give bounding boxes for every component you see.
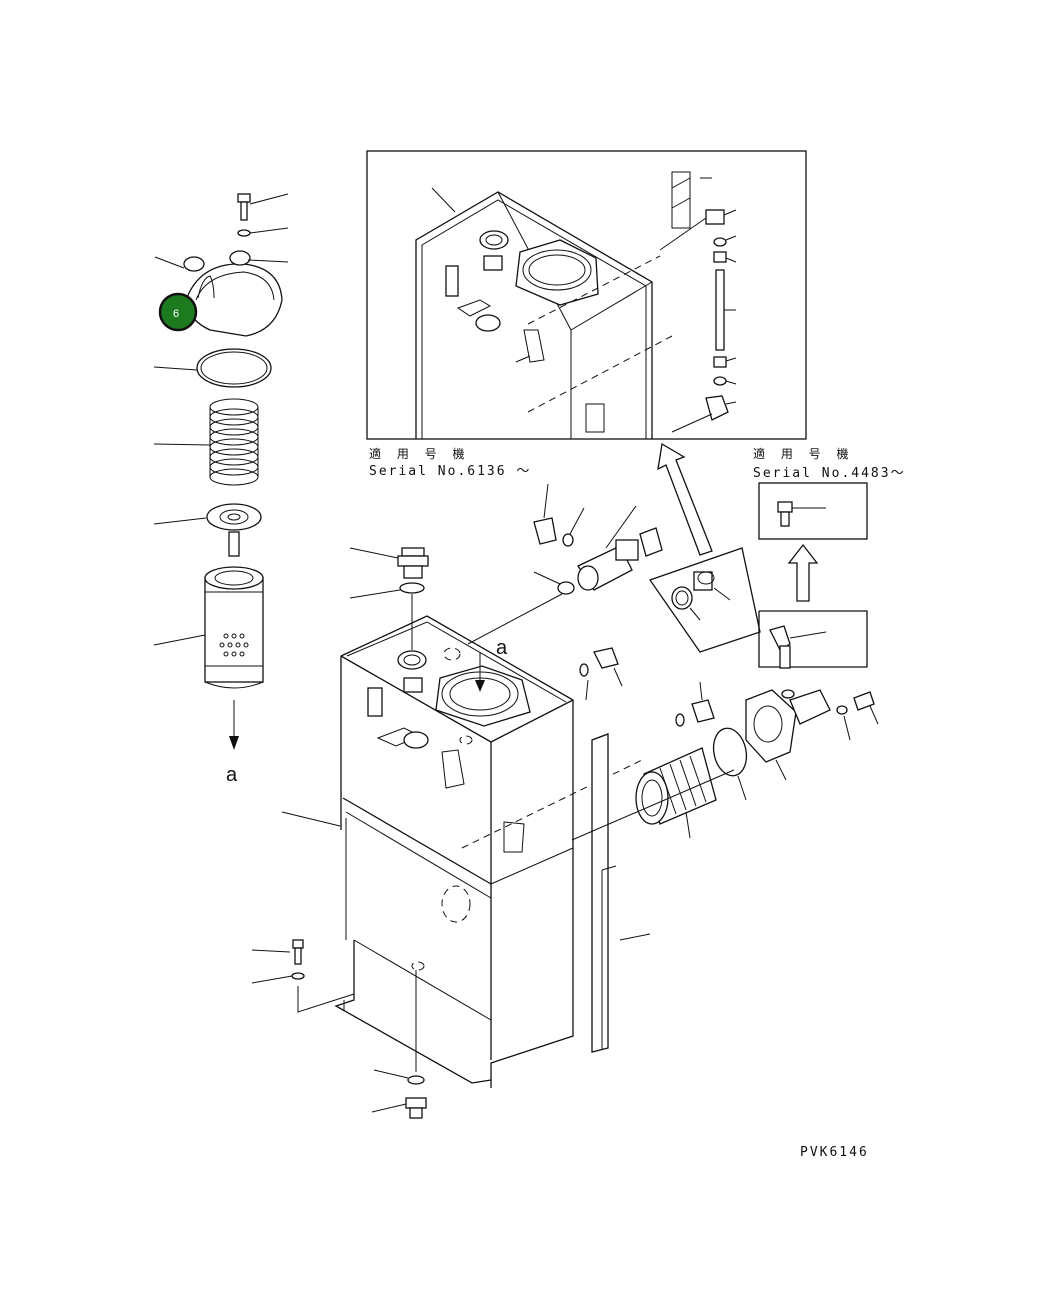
view-letter-tank: a	[496, 637, 508, 659]
strainer-group	[571, 647, 879, 841]
detail-inset-right-lower	[758, 610, 868, 669]
callout-marker-6[interactable]: 6	[158, 292, 198, 332]
detail-inset-top	[366, 150, 807, 440]
serial-heading-top: 適 用 号 機	[369, 446, 470, 461]
arrow-to-inset	[657, 442, 713, 556]
breather-cap	[349, 547, 429, 650]
serial-number-top: Serial No.6136 ～	[369, 464, 531, 479]
callout-number: 6	[173, 308, 179, 320]
drawing-code: PVK6146	[800, 1145, 869, 1160]
fitting-group-upper	[467, 483, 663, 645]
detail-inset-right-upper	[758, 482, 868, 540]
hydraulic-tank	[251, 615, 643, 1088]
serial-number-right: Serial No.4483～	[753, 466, 906, 481]
serial-heading-right: 適 用 号 機	[753, 446, 854, 461]
side-strip	[591, 733, 651, 1053]
filter-element	[204, 566, 264, 689]
arrow-up-hollow	[787, 543, 819, 602]
diamond-detail	[648, 547, 761, 653]
filter-stack	[153, 193, 289, 750]
view-letter-left: a	[226, 764, 238, 786]
spring	[209, 398, 259, 486]
drain-parts	[291, 939, 427, 1119]
